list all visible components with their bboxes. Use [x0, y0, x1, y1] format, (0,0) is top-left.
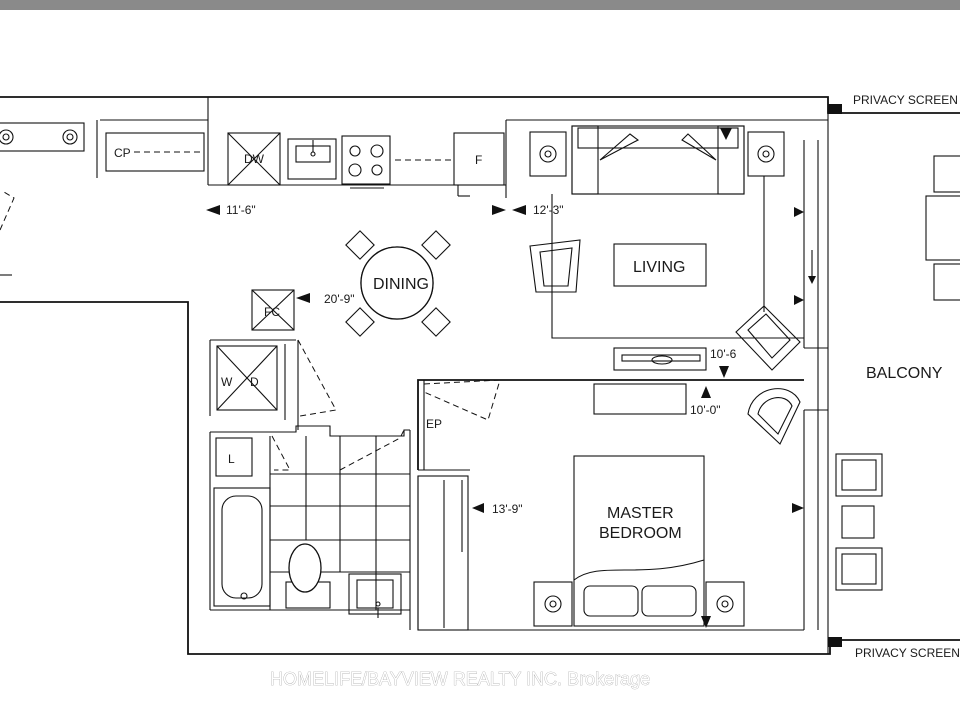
nightstands: [533, 581, 745, 627]
kitchen-dimension-arrows: [206, 205, 526, 215]
bed: [573, 455, 705, 627]
dining-label: DINING: [373, 276, 429, 293]
washer-label: W: [221, 375, 233, 389]
fan-coil: [251, 289, 295, 331]
arrow-bedroom-bottom: [701, 616, 711, 628]
watermark: HOMELIFE/BAYVIEW REALTY INC. Brokerage: [270, 669, 650, 689]
living-depth-dimension: 10'-6: [710, 347, 737, 361]
bedroom-chair: [747, 388, 801, 445]
arrow-bedroom-right: [792, 503, 804, 513]
master-bedroom-label-line1: MASTER: [607, 505, 674, 522]
master-bedroom-label-line2: BEDROOM: [599, 525, 682, 542]
entry-area: [0, 120, 98, 231]
privacy-screen-lines: [828, 104, 842, 647]
arrow-small: [808, 276, 816, 284]
fc-label: FC: [264, 305, 280, 319]
side-tables-living: [529, 131, 785, 177]
dishwasher-label: DW: [244, 152, 265, 166]
armchair-left: [529, 239, 581, 293]
coffee-table: [613, 243, 707, 287]
bedroom-length-dimension: 13'-9": [492, 502, 523, 516]
arrow-dining-dimension: [296, 293, 310, 303]
kitchen-counter: [100, 97, 828, 198]
arrow-living-depth: [719, 366, 729, 378]
privacy-screen-bottom-label: PRIVACY SCREEN: [855, 646, 960, 660]
living-width-dimension: 12'-3": [533, 203, 564, 217]
arrow-bedroom-left: [472, 503, 484, 513]
armchair-right: [735, 305, 801, 371]
bedroom-walls: [417, 379, 804, 631]
rug-outline: [551, 194, 804, 339]
balcony-label: BALCONY: [866, 365, 943, 382]
top-bar: [0, 0, 960, 10]
arrow-living-right-2: [794, 295, 804, 305]
cp-label: CP: [114, 146, 131, 160]
dresser: [593, 383, 687, 415]
tv-unit: [613, 347, 707, 371]
dryer-label: D: [250, 375, 259, 389]
fridge-label: F: [475, 153, 482, 167]
bathroom: [209, 425, 411, 630]
exterior-walls: [0, 96, 960, 655]
dining-length-dimension: 20'-9": [324, 292, 355, 306]
linen-label: L: [228, 452, 235, 466]
balcony-furniture: [835, 155, 960, 591]
dining-set: [345, 230, 451, 337]
arrow-living-right: [794, 207, 804, 217]
arrow-mark: [720, 128, 732, 140]
arrow-bedroom-top: [701, 386, 711, 398]
bedroom-width-dimension: 10'-0": [690, 403, 721, 417]
sofa: [571, 125, 745, 195]
privacy-screen-top-label: PRIVACY SCREEN: [853, 93, 958, 107]
kitchen-dimension: 11'-6": [226, 203, 256, 217]
ep-label: EP: [426, 417, 442, 431]
laundry-closet: [209, 339, 337, 430]
living-label: LIVING: [633, 259, 685, 276]
